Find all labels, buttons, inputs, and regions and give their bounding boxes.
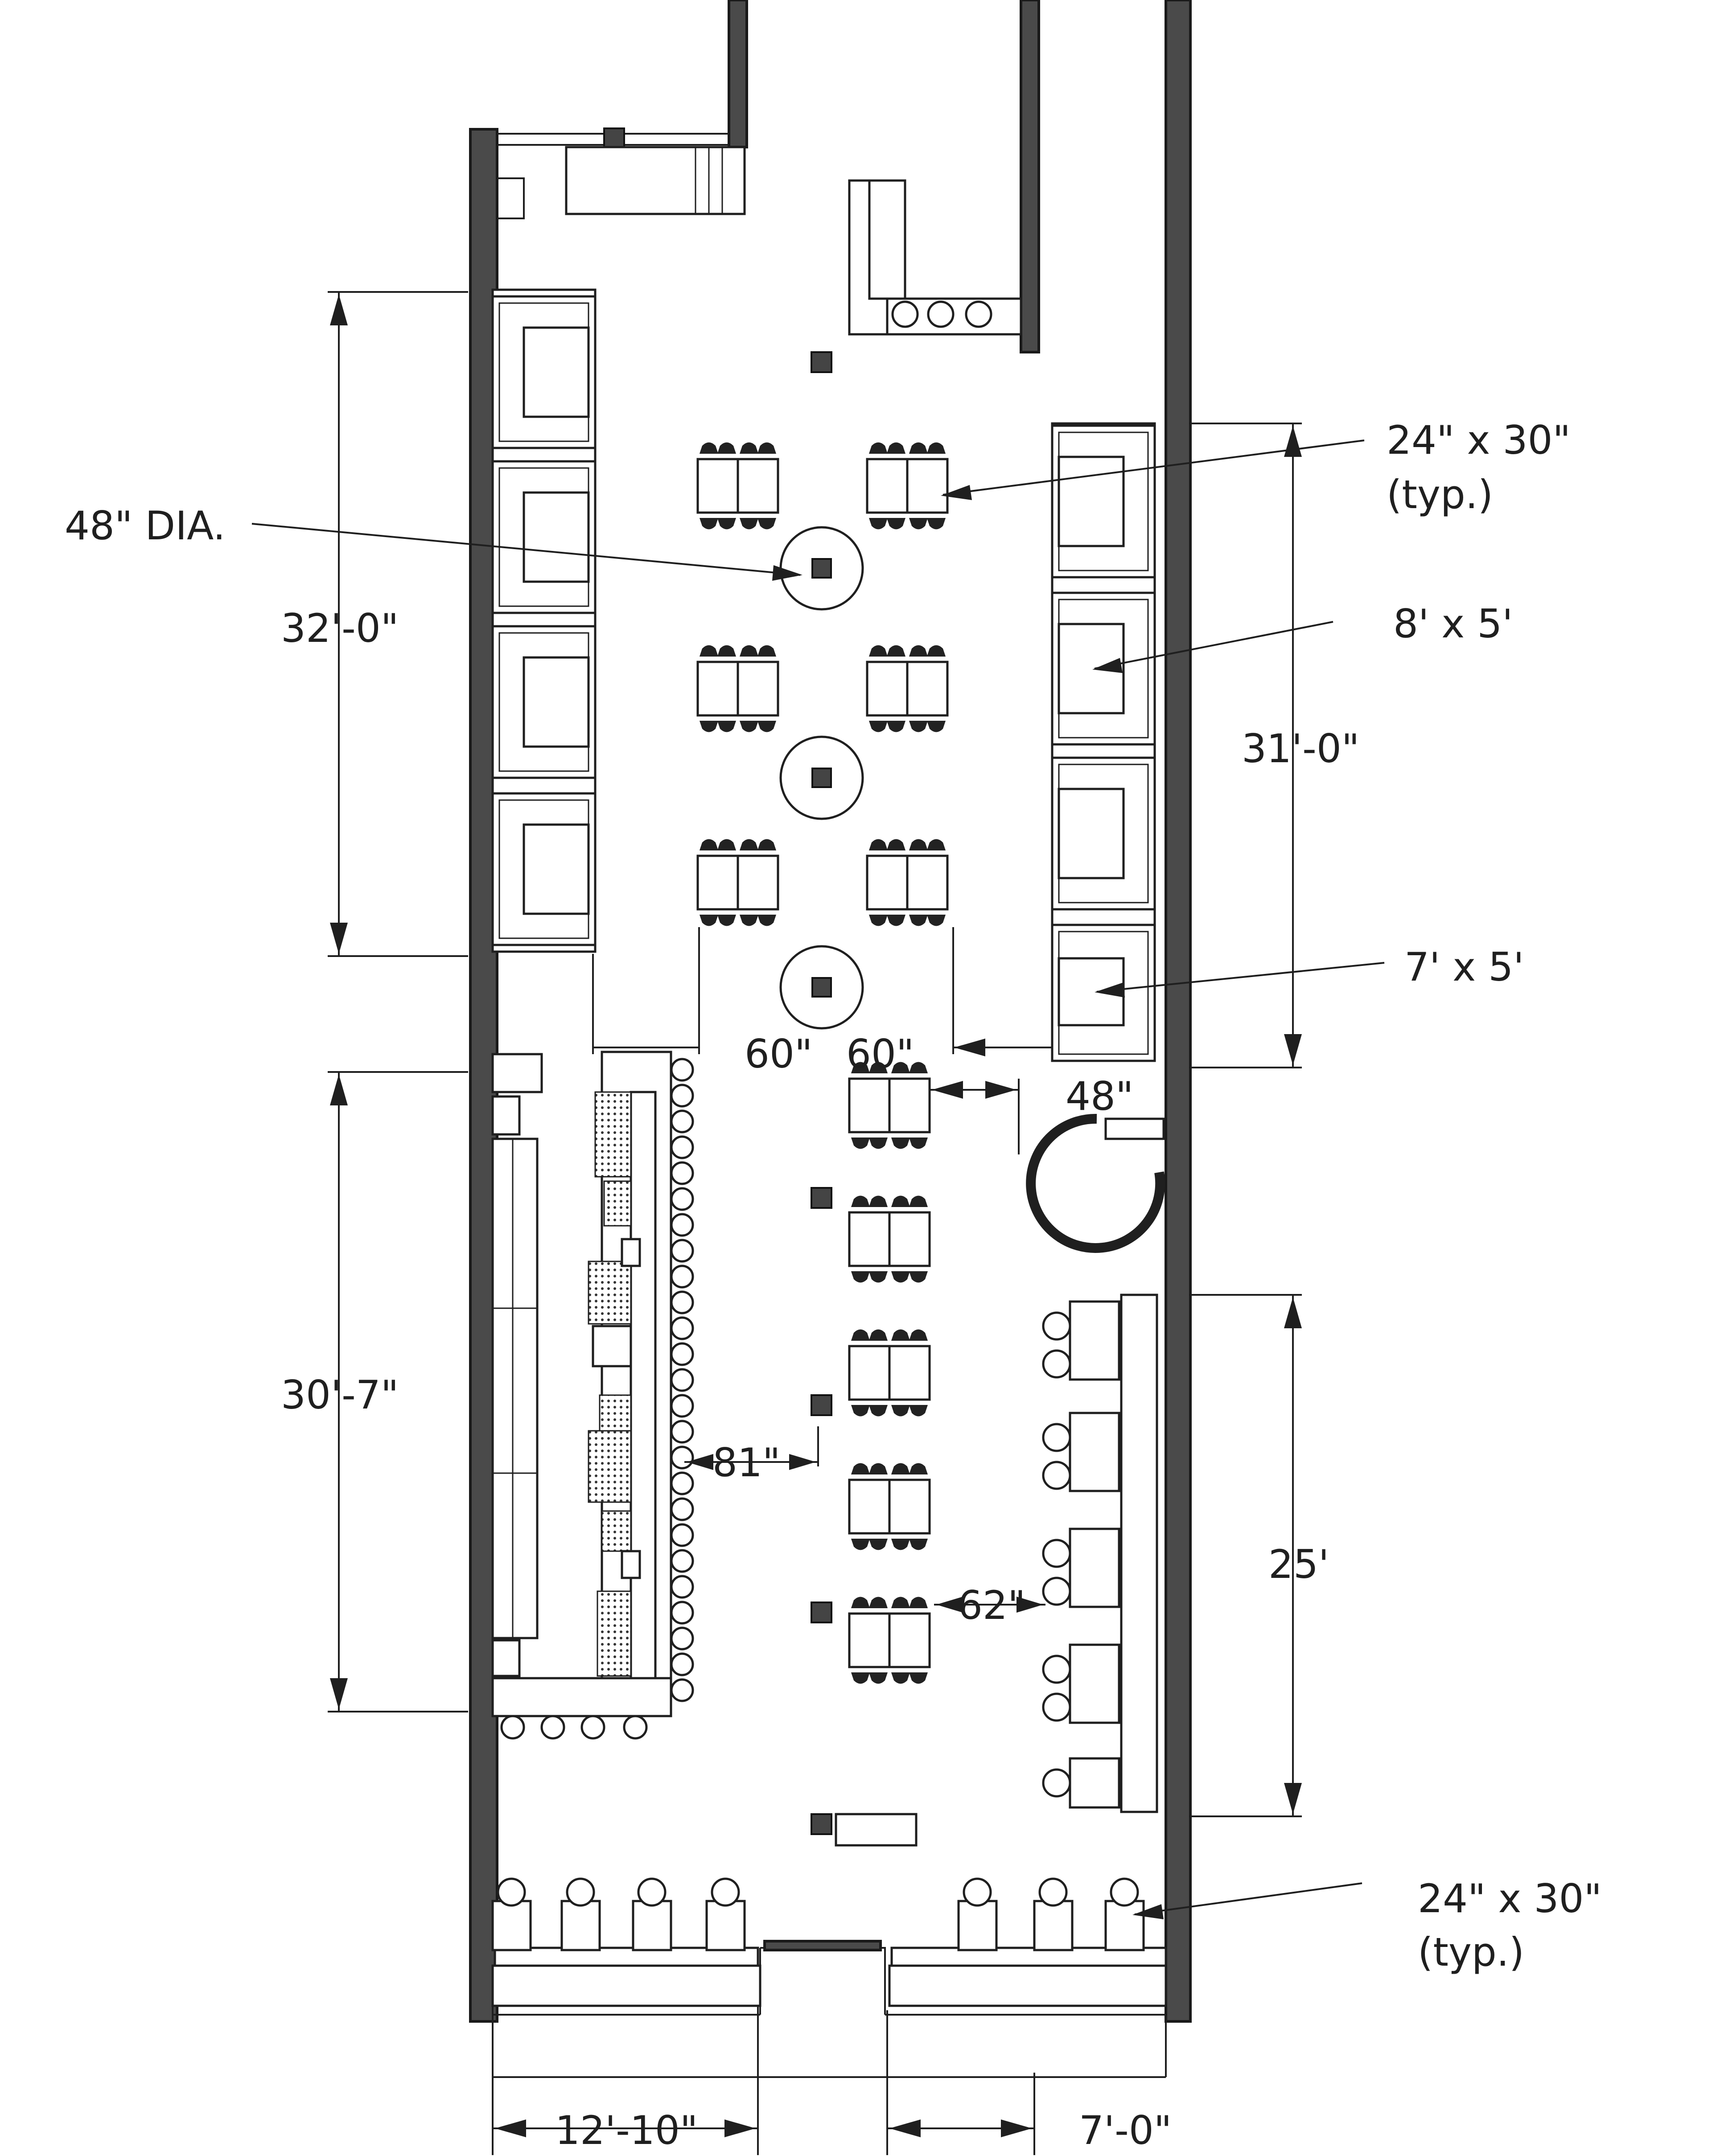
- round-tables: [779, 526, 864, 1030]
- label-booth-large: 8' x 5': [1393, 601, 1513, 647]
- dimension-lines: [328, 291, 1302, 2155]
- bar-stool: [670, 1058, 694, 1082]
- bar-stool: [670, 1316, 694, 1340]
- left-bar-stools-bottom: [500, 1715, 648, 1740]
- curved-booth: [1026, 1113, 1165, 1253]
- bar-stool: [670, 1213, 694, 1237]
- dim-bar-clearance: 81": [712, 1440, 780, 1486]
- bar-stool: [670, 1497, 694, 1521]
- bar-stool: [670, 1523, 694, 1547]
- host-stand: [835, 1813, 918, 1847]
- bar-stool: [670, 1342, 694, 1366]
- bar-stool: [670, 1626, 694, 1651]
- bar-stool: [670, 1368, 694, 1392]
- bar-stool: [670, 1084, 694, 1108]
- bar-stool: [670, 1549, 694, 1573]
- label-typ-bottom: (typ.): [1418, 1929, 1524, 1975]
- label-typ-top: (typ.): [1387, 472, 1493, 517]
- dim-table-to-bar: 62": [958, 1582, 1025, 1628]
- bar-stool: [670, 1394, 694, 1418]
- bar-stool: [670, 1420, 694, 1444]
- bar-stool: [670, 1187, 694, 1211]
- bar-stool: [670, 1652, 694, 1676]
- front-seating: [491, 1877, 1167, 2016]
- vestibule: [497, 146, 746, 219]
- dim-aisle-b: 60": [846, 1031, 914, 1077]
- label-table-size-top: 24" x 30": [1387, 417, 1571, 463]
- dim-aisle-c: 48": [1066, 1073, 1133, 1119]
- bar-stool: [670, 1290, 694, 1314]
- bar-stool: [670, 1265, 694, 1289]
- dim-left-bar: 30'-7": [281, 1372, 399, 1418]
- label-table-size-bottom: 24" x 30": [1418, 1876, 1602, 1922]
- bar-stool: [670, 1239, 694, 1263]
- bar-stool: [670, 1471, 694, 1495]
- dim-right-booths: 31'-0": [1242, 726, 1359, 772]
- dim-front-right: 7'-0": [1079, 2107, 1172, 2153]
- left-booths: [491, 288, 597, 953]
- right-bar: [1042, 1294, 1158, 1813]
- dim-aisle-a: 60": [745, 1031, 812, 1077]
- label-round-table: 48" DIA.: [65, 503, 226, 549]
- label-booth-small: 7' x 5': [1404, 944, 1524, 990]
- bar-stool: [670, 1575, 694, 1599]
- bar-stool: [670, 1601, 694, 1625]
- columns: [811, 351, 832, 1835]
- dim-front-left: 12'-10": [555, 2107, 698, 2153]
- left-bar: [491, 1051, 672, 1717]
- right-booths: [1051, 422, 1156, 1062]
- annotations: 24" x 30" (typ.) 48" DIA. 8' x 5' 7' x 5…: [65, 417, 1602, 2153]
- bar-stool: [670, 1135, 694, 1159]
- left-bar-stools: [670, 1058, 694, 1702]
- dim-left-booths: 32'-0": [281, 605, 399, 651]
- bar-stool: [670, 1109, 694, 1133]
- bar-stool: [670, 1678, 694, 1702]
- dim-right-bar: 25': [1268, 1541, 1329, 1587]
- service-counter: [848, 179, 1022, 336]
- bar-stool: [670, 1446, 694, 1470]
- bar-stool: [670, 1161, 694, 1185]
- leader-lines: [251, 439, 1385, 1919]
